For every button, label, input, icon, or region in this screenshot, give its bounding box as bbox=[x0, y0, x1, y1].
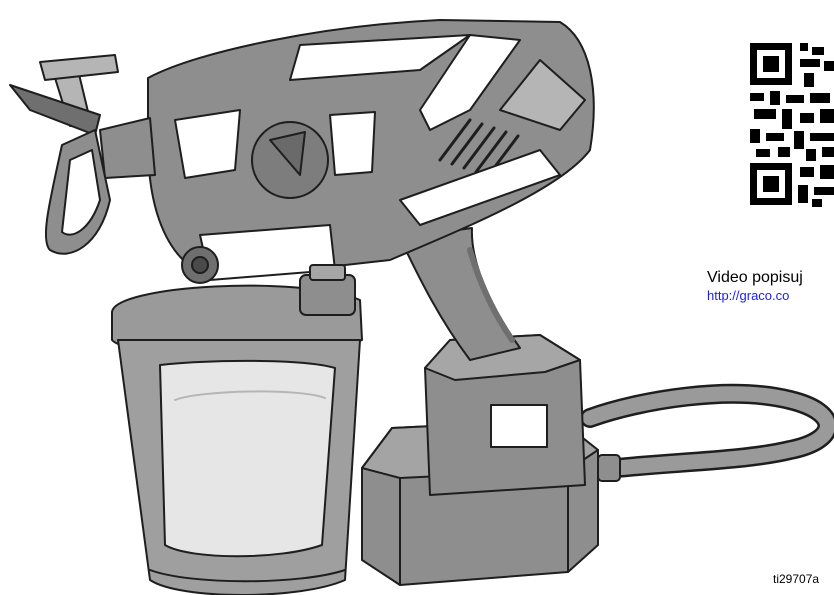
spray-tip bbox=[9, 54, 156, 255]
grip bbox=[399, 227, 521, 361]
paint-cup bbox=[117, 339, 361, 595]
figure-id: ti29707a bbox=[773, 572, 820, 586]
hose bbox=[580, 383, 834, 482]
sprayer-body bbox=[147, 19, 595, 284]
qr-code-icon bbox=[750, 43, 834, 208]
cup-lid bbox=[111, 264, 363, 356]
video-caption: Video popisuj bbox=[707, 269, 803, 286]
video-link[interactable]: http://graco.co bbox=[707, 288, 790, 303]
battery-tower bbox=[424, 334, 586, 496]
